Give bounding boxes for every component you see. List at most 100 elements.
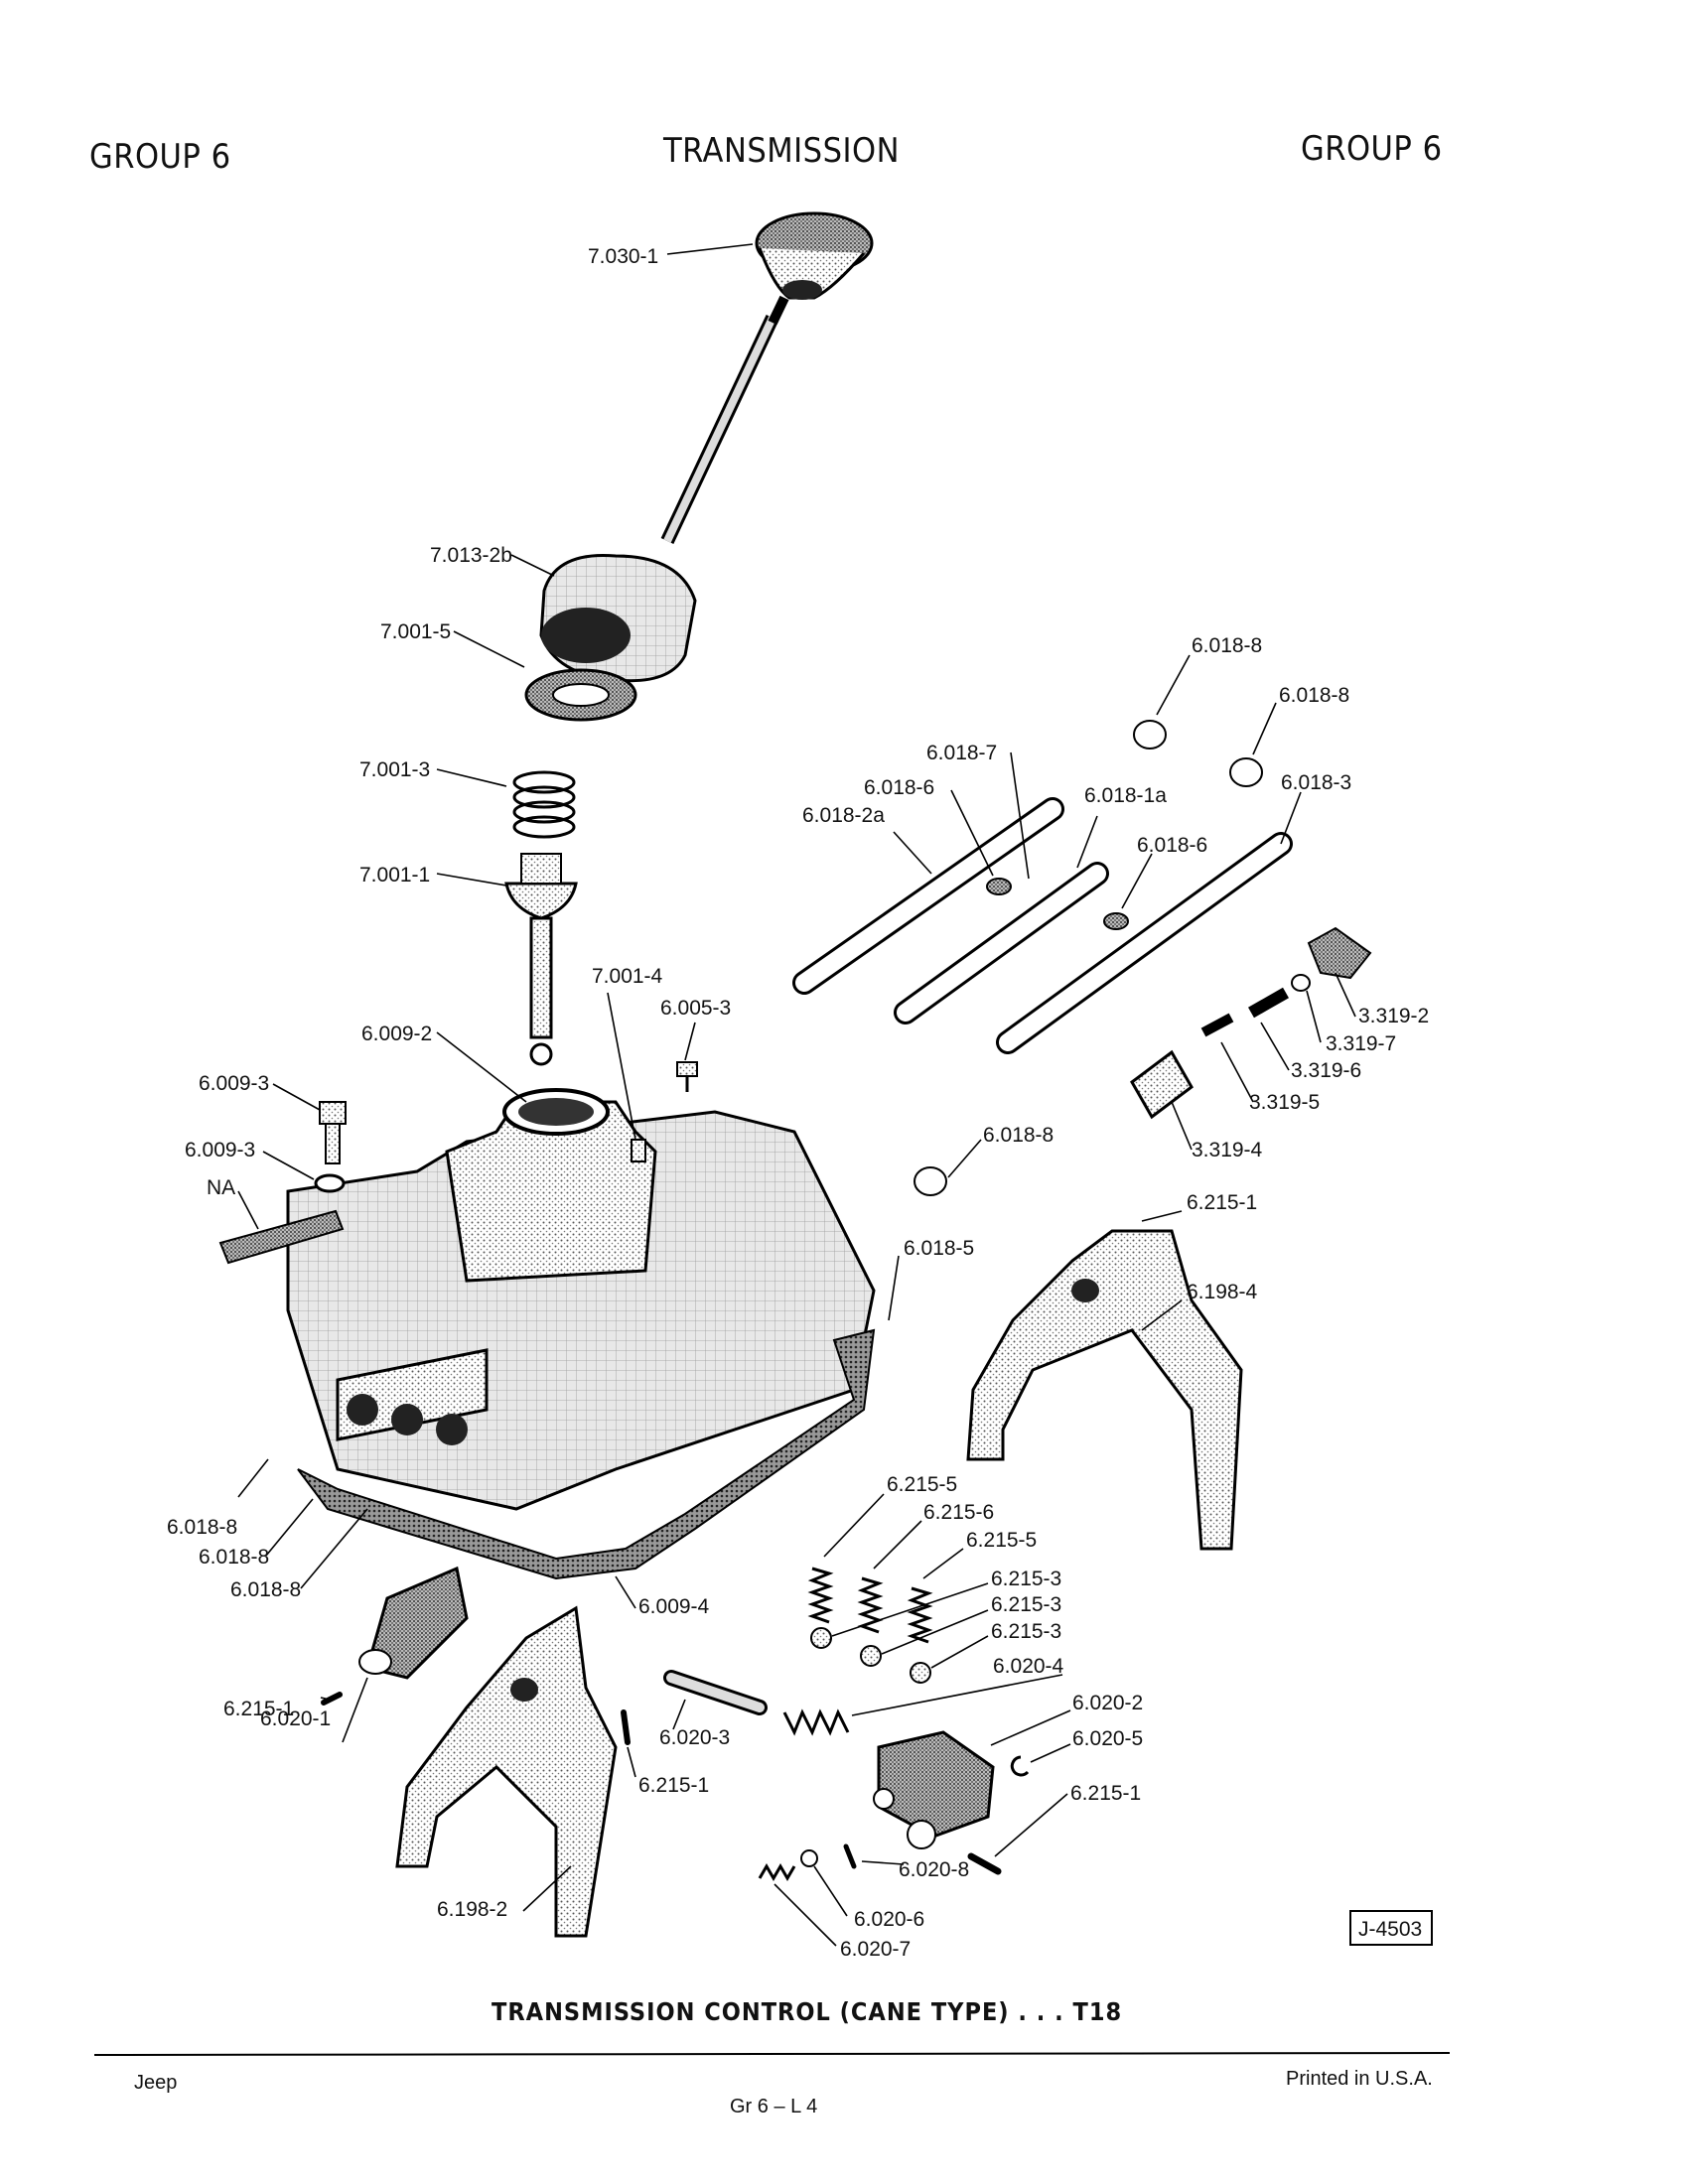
interlock-plunger xyxy=(1103,912,1129,930)
expansion-plug xyxy=(914,1166,947,1196)
roll-pin xyxy=(321,1692,343,1706)
callout-label: 6.020-5 xyxy=(1072,1727,1143,1750)
callout-label: NA xyxy=(207,1176,235,1199)
poppet-ball xyxy=(910,1662,931,1684)
shift-knob xyxy=(755,211,874,300)
interlock-plunger xyxy=(986,878,1012,895)
callout-label: 6.018-8 xyxy=(230,1578,301,1601)
shift-cane-rod xyxy=(660,295,789,544)
callout-label: 6.018-8 xyxy=(1279,684,1349,707)
shift-fork-right xyxy=(966,1229,1243,1551)
detent-ball xyxy=(800,1849,818,1867)
shift-rail-3 xyxy=(996,832,1293,1054)
callout-label: 6.215-5 xyxy=(966,1529,1037,1552)
callout-text: 7.030-1 7.013-2b 7.001-5 7.001-3 7.001-1… xyxy=(167,245,1429,1961)
callout-label: 6.198-4 xyxy=(1187,1281,1258,1303)
shift-rail-1a xyxy=(894,862,1109,1024)
callout-label: 6.018-5 xyxy=(904,1237,974,1260)
plunger-spring xyxy=(782,1708,850,1736)
poppet-ball xyxy=(860,1645,882,1667)
figure-id-box: J-4503 xyxy=(1349,1910,1433,1946)
callout-label: 6.018-6 xyxy=(1137,834,1207,857)
callout-labels xyxy=(237,243,1356,1947)
footer-rule xyxy=(93,2052,1451,2056)
roll-pin xyxy=(621,1709,631,1745)
callout-label: 6.018-3 xyxy=(1281,771,1351,794)
callout-label: 6.009-3 xyxy=(199,1072,269,1095)
callout-label: 6.215-1 xyxy=(223,1698,294,1720)
backup-lamp-switch-parts xyxy=(1130,926,1372,1120)
callout-label: 6.215-1 xyxy=(1070,1782,1141,1805)
callout-label: 3.319-4 xyxy=(1192,1139,1263,1161)
callout-label: 6.009-3 xyxy=(185,1139,255,1161)
pin xyxy=(631,1139,646,1162)
callout-label: 6.215-1 xyxy=(1187,1191,1257,1214)
callout-label: 7.013-2b xyxy=(430,544,512,567)
snap-ring xyxy=(1010,1755,1030,1777)
cover-bolt xyxy=(314,1101,347,1193)
footer-printed: Printed in U.S.A. xyxy=(1286,2068,1433,2090)
identification-tag xyxy=(218,1209,345,1265)
shift-housing-cover xyxy=(286,1088,876,1511)
callout-label: 3.319-2 xyxy=(1358,1005,1429,1027)
lever-spring xyxy=(512,770,576,839)
breather-vent xyxy=(676,1061,698,1092)
callout-label: 6.020-4 xyxy=(993,1655,1064,1678)
shift-plunger xyxy=(663,1670,768,1715)
callout-label: 6.018-1a xyxy=(1084,784,1167,807)
callout-label: 6.020-7 xyxy=(840,1938,911,1961)
housing-cap xyxy=(539,553,697,683)
callout-label: 3.319-6 xyxy=(1291,1059,1361,1082)
callout-label: 6.020-2 xyxy=(1072,1692,1143,1714)
callout-label: 3.319-7 xyxy=(1326,1032,1396,1055)
callout-label: 6.018-8 xyxy=(167,1516,237,1539)
callout-label: 6.009-2 xyxy=(361,1023,432,1045)
callout-label: 6.020-3 xyxy=(659,1726,730,1749)
callout-label: 6.018-8 xyxy=(983,1124,1054,1147)
shift-fork-left xyxy=(395,1605,618,1938)
retainer-ring xyxy=(524,668,637,722)
callout-label: 7.030-1 xyxy=(588,245,658,268)
callout-label: 6.020-1 xyxy=(260,1707,331,1730)
callout-label: 7.001-4 xyxy=(592,965,663,988)
callout-label: 6.215-6 xyxy=(923,1501,994,1524)
header-title: TRANSMISSION xyxy=(663,131,900,171)
callout-label: 6.020-6 xyxy=(854,1908,924,1931)
shift-block xyxy=(873,1730,995,1849)
footer-page-ref: Gr 6 – L 4 xyxy=(730,2096,817,2117)
callout-label: 6.215-3 xyxy=(991,1568,1061,1590)
callout-label: 6.018-2a xyxy=(802,804,885,827)
callout-label: 6.020-8 xyxy=(899,1858,969,1881)
expansion-plug xyxy=(1133,720,1167,750)
shift-lever xyxy=(504,853,578,1066)
callout-label: 3.319-5 xyxy=(1249,1091,1320,1114)
callout-label: 6.215-3 xyxy=(991,1620,1061,1643)
callout-label: 6.215-3 xyxy=(991,1593,1061,1616)
header-group-left: GROUP 6 xyxy=(89,137,231,177)
roll-pin xyxy=(967,1852,1002,1875)
figure-caption: TRANSMISSION CONTROL (CANE TYPE) . . . T… xyxy=(492,1997,1122,2026)
callout-label: 6.018-6 xyxy=(864,776,934,799)
detent-spring xyxy=(758,1863,796,1881)
poppet-springs xyxy=(807,1567,933,1644)
callout-label: 7.001-3 xyxy=(359,758,430,781)
callout-label: 6.018-8 xyxy=(199,1546,269,1569)
callout-label: 6.009-4 xyxy=(638,1595,710,1618)
callout-label: 6.215-1 xyxy=(638,1774,709,1797)
callout-label: 6.215-5 xyxy=(887,1473,957,1496)
expansion-plug xyxy=(1229,757,1263,787)
figure-id: J-4503 xyxy=(1358,1918,1422,1941)
callout-label: 6.198-2 xyxy=(437,1898,507,1921)
footer-brand: Jeep xyxy=(134,2072,177,2094)
cover-gasket xyxy=(297,1328,876,1580)
shift-rail-2a xyxy=(792,797,1064,995)
header-group-right: GROUP 6 xyxy=(1301,129,1443,169)
poppet-ball xyxy=(810,1627,832,1649)
callout-label: 6.018-8 xyxy=(1192,634,1262,657)
callout-label: 7.001-1 xyxy=(359,864,430,887)
callout-label: 6.018-7 xyxy=(926,742,997,764)
shift-lug xyxy=(358,1566,469,1680)
roll-pin xyxy=(843,1843,857,1869)
callout-label: 7.001-5 xyxy=(380,620,451,643)
